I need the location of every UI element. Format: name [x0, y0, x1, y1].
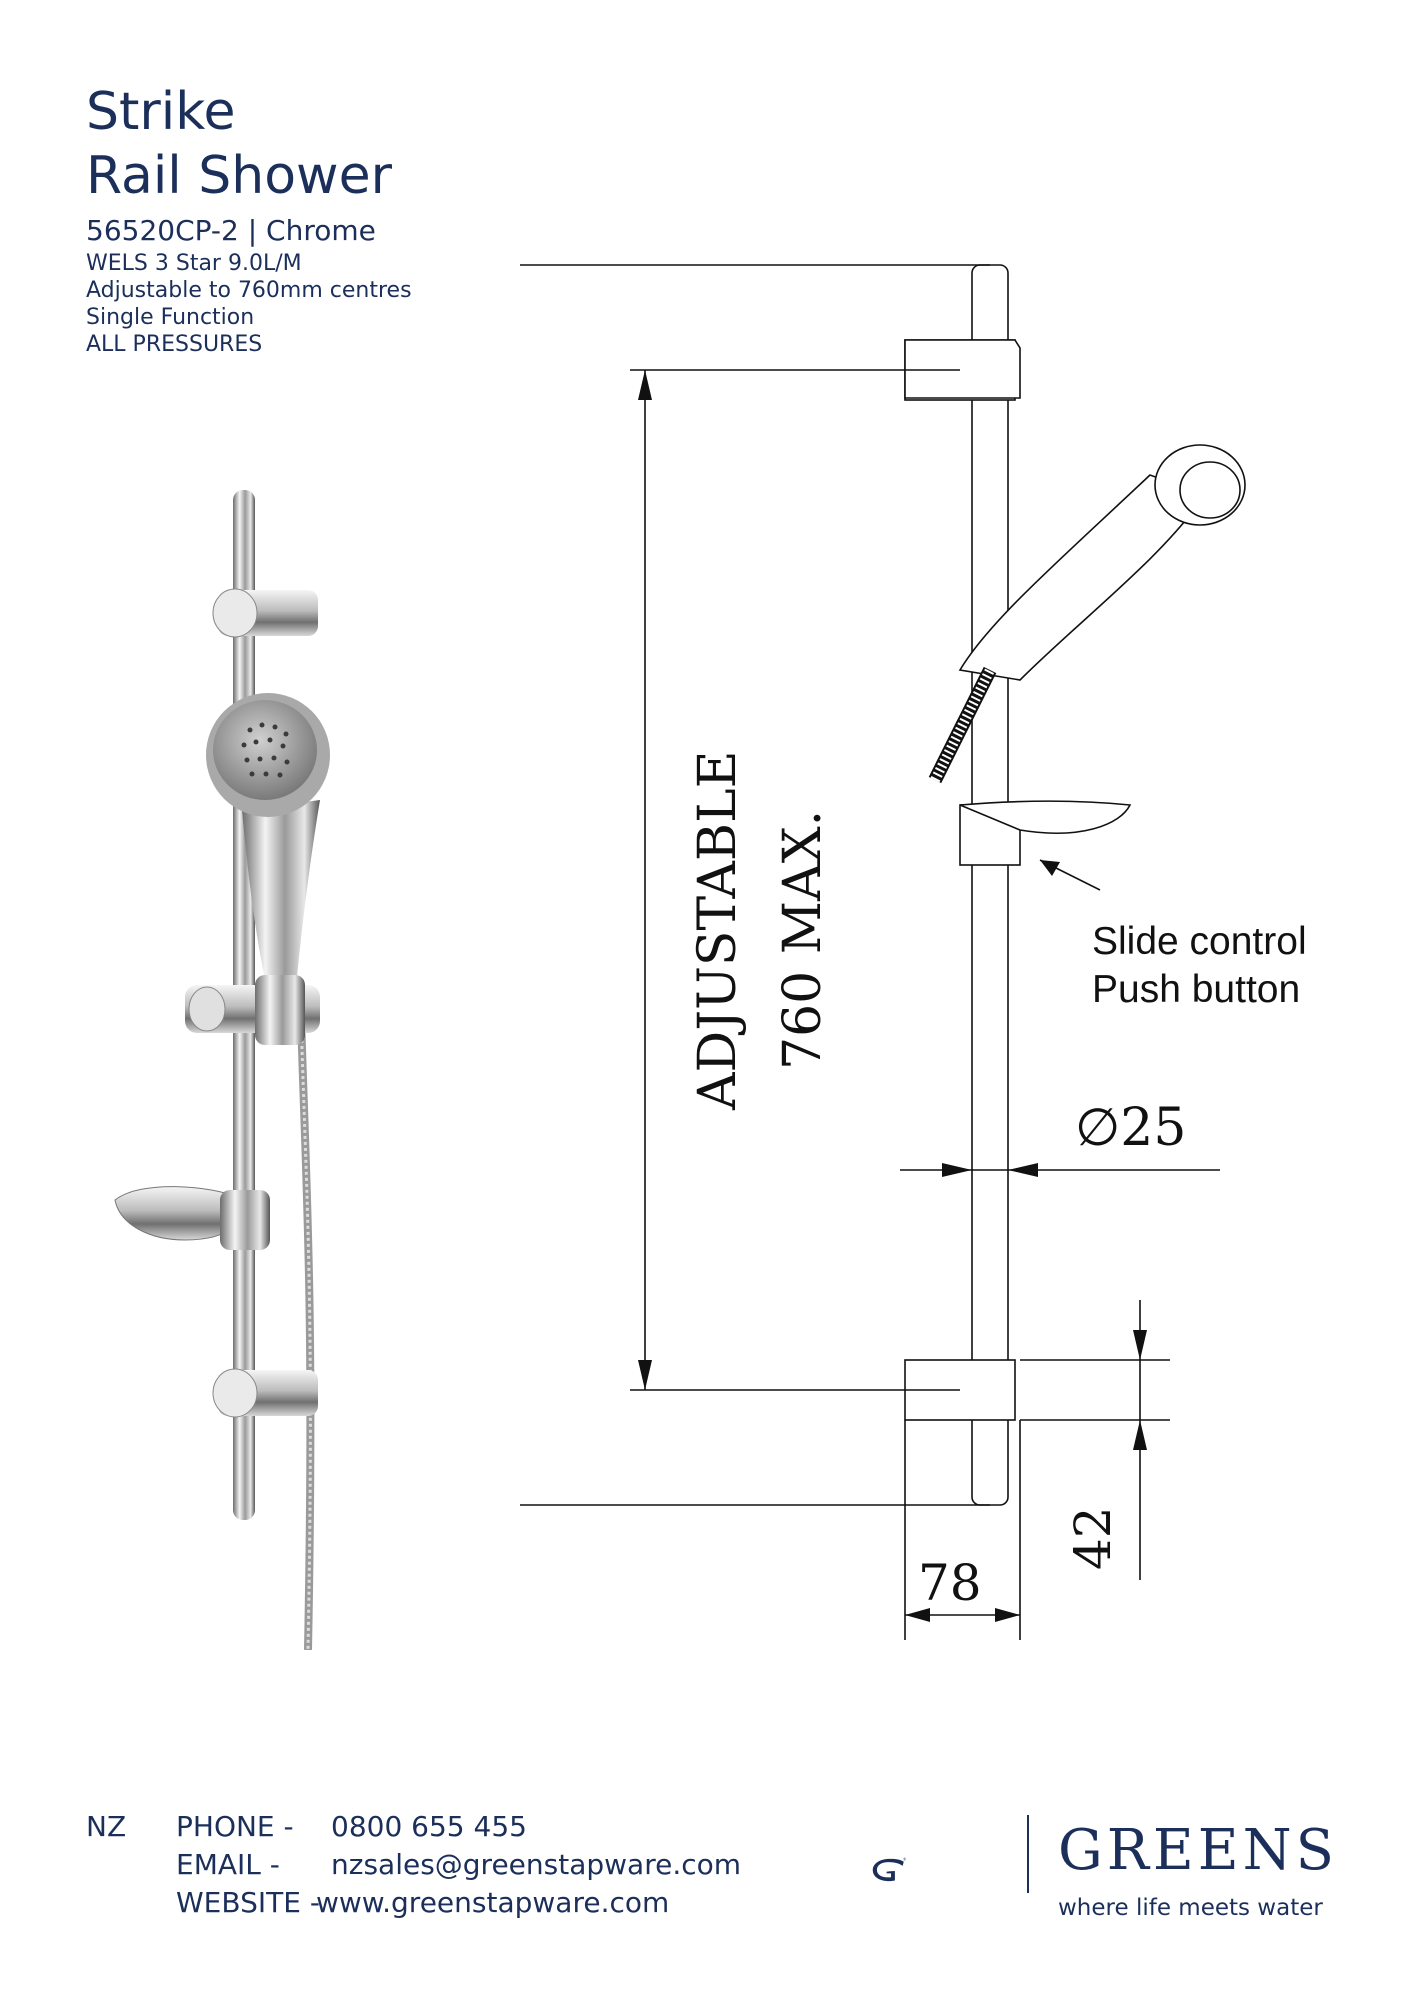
- website-link[interactable]: www.greenstapware.com: [316, 1886, 670, 1919]
- product-code-finish: 56520CP-2 | Chrome: [86, 214, 376, 247]
- spec-item: WELS 3 Star 9.0L/M: [86, 251, 302, 276]
- spec-list: WELS 3 Star 9.0L/M Adjustable to 760mm c…: [86, 250, 412, 358]
- email-link[interactable]: nzsales@greenstapware.com: [331, 1848, 742, 1881]
- registered-mark: ®: [903, 1856, 907, 1861]
- dim-bracket: 42: [1064, 1506, 1122, 1570]
- spec-item: ALL PRESSURES: [86, 332, 263, 357]
- website-label: WEBSITE -: [176, 1886, 320, 1919]
- product-photo: [114, 490, 330, 1650]
- product-title: Strike Rail Shower: [86, 80, 392, 208]
- region-label: NZ: [86, 1810, 127, 1843]
- title-line-2: Rail Shower: [86, 146, 392, 206]
- brand-name: GREENS: [1058, 1818, 1339, 1883]
- technical-drawing: 855 ADJUSTABLE 760 MAX. ∅25 78 42: [520, 264, 1246, 1640]
- logo-divider: [1027, 1815, 1029, 1893]
- dim-width: 78: [918, 1554, 982, 1612]
- dim-diameter: ∅25: [1075, 1098, 1186, 1158]
- callout-line-2: Push button: [1092, 968, 1301, 1011]
- spec-item: Adjustable to 760mm centres: [86, 278, 412, 303]
- brand-tagline: where life meets water: [1058, 1895, 1323, 1921]
- greens-logo-icon: ®: [872, 1856, 907, 1882]
- phone-label: PHONE -: [176, 1810, 294, 1843]
- dim-adjust-line-2: 760 MAX.: [773, 810, 833, 1070]
- title-line-1: Strike: [86, 82, 236, 142]
- email-label: EMAIL -: [176, 1848, 280, 1881]
- slide-control-callout: Slide control Push button: [1092, 918, 1307, 1014]
- dim-adjust-line-1: ADJUSTABLE: [688, 750, 748, 1111]
- callout-line-1: Slide control: [1092, 920, 1307, 963]
- phone-number[interactable]: 0800 655 455: [331, 1810, 527, 1843]
- spec-item: Single Function: [86, 305, 255, 330]
